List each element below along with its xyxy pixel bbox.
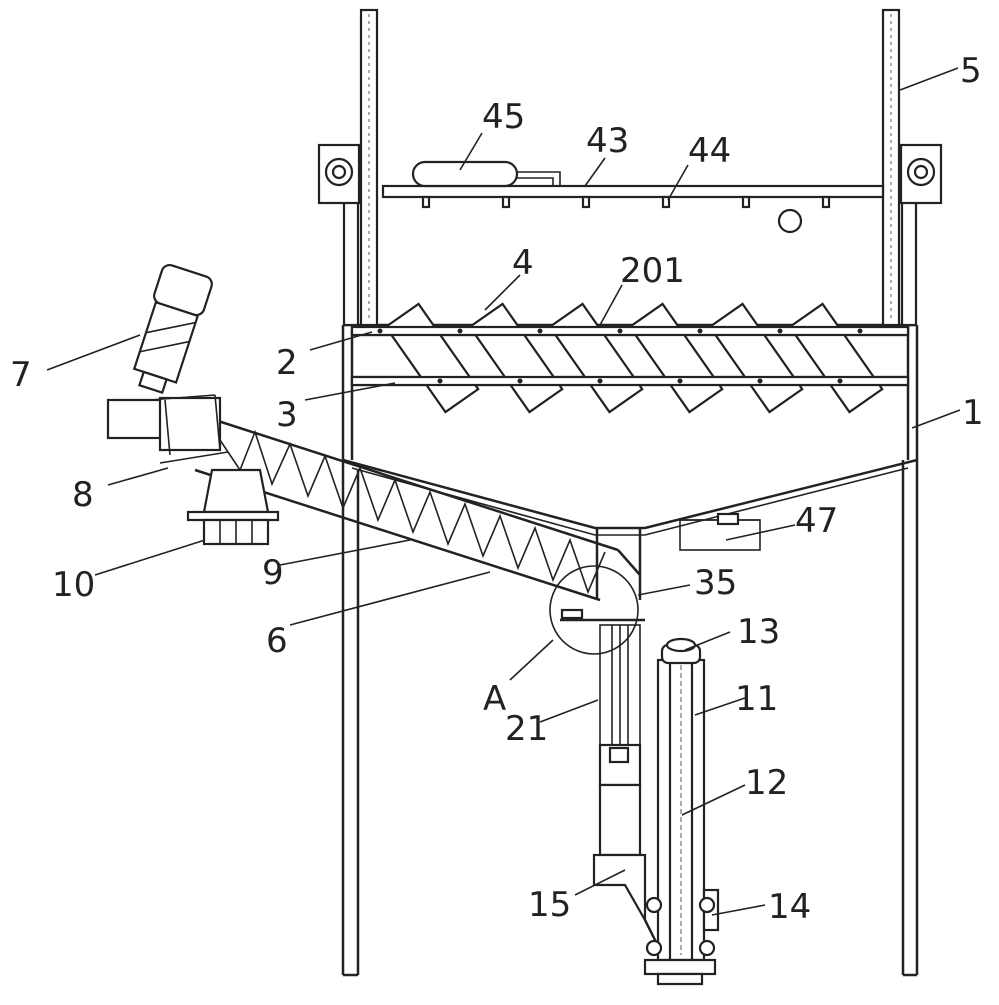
- label-11: 11: [735, 679, 778, 719]
- label-35: 35: [694, 563, 737, 603]
- drive-motor: [132, 263, 213, 395]
- tilted-blades: [350, 302, 910, 414]
- guide-post-right: [881, 8, 943, 327]
- screw-lifter: [643, 637, 720, 986]
- label-8: 8: [72, 475, 94, 515]
- label-10: 10: [52, 565, 95, 605]
- spray-bar: [381, 160, 885, 234]
- label-3: 3: [276, 395, 298, 435]
- label-13: 13: [737, 612, 780, 652]
- label-9: 9: [262, 553, 284, 593]
- gearbox-coupling: [106, 394, 229, 464]
- outlet-pipe: [549, 528, 645, 746]
- label-A: A: [483, 679, 506, 719]
- label-2: 2: [276, 343, 298, 383]
- label-43: 43: [586, 121, 629, 161]
- discharge-outlet: [186, 468, 280, 546]
- label-7: 7: [10, 355, 32, 395]
- label-21: 21: [505, 709, 548, 749]
- lower-cylinder: [592, 512, 761, 961]
- label-15: 15: [528, 885, 571, 925]
- label-5: 5: [960, 51, 982, 91]
- guide-post-left: [317, 8, 379, 327]
- label-4: 4: [512, 243, 534, 283]
- label-201: 201: [620, 251, 685, 291]
- label-47: 47: [795, 501, 838, 541]
- support-legs: [341, 460, 919, 977]
- label-45: 45: [482, 97, 525, 137]
- leader-lines: [46, 67, 961, 916]
- label-6: 6: [266, 621, 288, 661]
- reference-labels: 1 2 3 4 5 6 7 8 9 10 11 12 13 14 15 21 3…: [10, 51, 984, 927]
- label-12: 12: [745, 763, 788, 803]
- label-44: 44: [688, 131, 731, 171]
- label-14: 14: [768, 887, 811, 927]
- label-1: 1: [962, 393, 984, 433]
